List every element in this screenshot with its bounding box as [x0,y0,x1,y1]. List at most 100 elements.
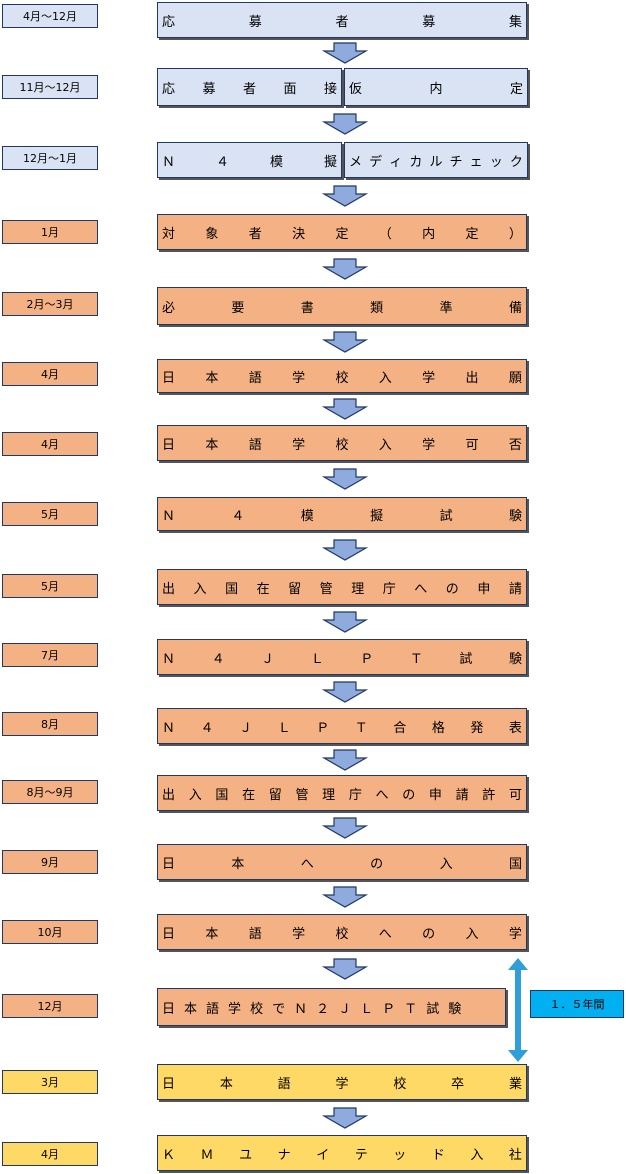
step-char: 内 [429,81,443,97]
step-char: Ｎ [162,651,176,667]
step-char: 学 [335,1076,349,1092]
step-char: 応 [162,14,176,30]
step-char: Ｎ [294,1001,308,1017]
flow-arrow-icon [322,257,368,280]
step-char: 可 [465,437,479,453]
step-date: 8月 [2,712,98,736]
step-char: 願 [508,370,522,386]
step-char: 試 [426,1001,440,1017]
flow-arrow-icon [322,748,368,771]
step-char: 学 [422,437,436,453]
step-box: 日本語学校入学出願 [157,359,527,393]
step-char: ナ [277,1147,291,1163]
step-char: デ [369,154,383,170]
step-box: 仮内定 [344,68,528,106]
step-char: 募 [202,81,216,97]
flow-arrow-icon [322,539,368,561]
step-char: 在 [242,787,256,803]
step-char: 理 [322,787,336,803]
step-box: 出入国在留管理庁への申請 [157,569,527,605]
step-char: 学 [228,1001,242,1017]
step-box: 対象者決定（内定） [157,214,527,250]
step-box: 必要書類準備 [157,287,527,325]
step-date: 2月〜3月 [2,292,98,316]
step-date: 10月 [2,920,98,944]
step-char: 集 [508,14,522,30]
step-char: 学 [292,370,306,386]
step-char: 申 [428,787,442,803]
step-char: 出 [465,370,479,386]
step-char: ッ [393,1147,407,1163]
step-char: 請 [508,581,522,597]
step-char: 擬 [370,508,384,524]
step-char: 校 [335,370,349,386]
step-char: 卒 [451,1076,465,1092]
step-char: 日 [162,370,176,386]
step-char: 決 [292,226,306,242]
flow-arrow-icon [322,185,368,207]
step-char: Ｐ [360,651,374,667]
step-char: Ｔ [354,720,368,736]
step-char: 出 [162,581,176,597]
step-char: 模 [269,154,283,170]
step-char: 校 [393,1076,407,1092]
step-char: 日 [162,1001,176,1017]
step-char: Ｊ [338,1001,352,1017]
step-char: Ｋ [162,1147,176,1163]
step-char: 備 [508,300,522,316]
step-char: 準 [439,300,453,316]
step-char: 理 [351,581,365,597]
step-char: 入 [188,787,202,803]
step-char: 定 [465,226,479,242]
step-char: 本 [184,1001,198,1017]
flow-arrow-icon [322,816,368,839]
step-char: 合 [393,720,407,736]
step-char: Ｎ [162,508,176,524]
step-char: Ｐ [382,1001,396,1017]
flow-arrow-icon [322,958,368,980]
flow-arrow-icon [322,42,368,64]
step-char: ッ [489,154,503,170]
step-char: 定 [335,226,349,242]
step-char: ユ [239,1147,253,1163]
step-char: 学 [508,926,522,942]
step-char: 業 [508,1076,522,1092]
step-char: 語 [248,370,262,386]
step-char: 接 [323,81,337,97]
step-char: Ｔ [404,1001,418,1017]
step-date: 5月 [2,502,98,526]
step-char: 国 [215,787,229,803]
step-date: 9月 [2,850,98,874]
step-char: 否 [508,437,522,453]
step-char: 庁 [382,581,396,597]
step-char: 国 [508,856,522,872]
step-char: 試 [459,651,473,667]
step-char: ィ [389,154,403,170]
step-char: 入 [439,856,453,872]
step-char: ２ [316,1001,330,1017]
step-char: 試 [439,508,453,524]
step-date: 11月〜12月 [2,75,98,99]
step-char: 必 [162,300,176,316]
flow-arrow-icon [322,1106,368,1129]
step-char: 校 [335,437,349,453]
step-char: 験 [508,508,522,524]
step-char: 学 [422,370,436,386]
step-char: 管 [319,581,333,597]
step-char: 申 [477,581,491,597]
step-char: へ [414,581,428,597]
step-char: 要 [231,300,245,316]
step-date: 12月〜1月 [2,146,98,170]
step-char: 擬 [323,154,337,170]
step-char: イ [316,1147,330,1163]
step-char: ４ [211,651,225,667]
step-char: チ [449,154,463,170]
step-char: 庁 [348,787,362,803]
step-char: 出 [162,787,176,803]
step-char: 面 [283,81,297,97]
step-char: 象 [205,226,219,242]
step-char: へ [378,926,392,942]
